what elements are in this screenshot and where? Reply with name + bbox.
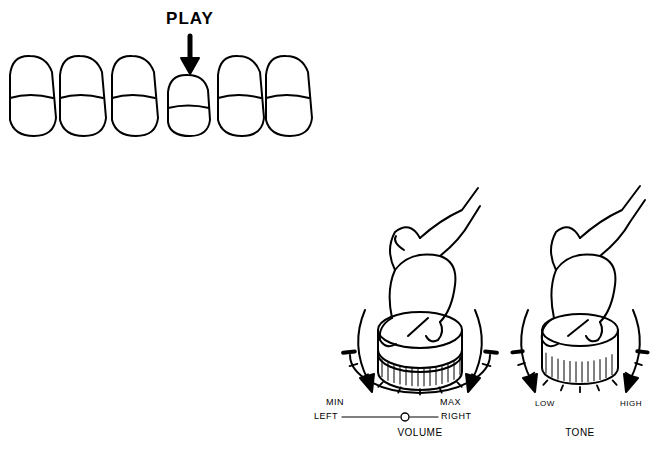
stroke xyxy=(424,368,425,386)
stroke xyxy=(378,382,383,387)
stroke xyxy=(419,389,421,394)
stroke xyxy=(613,380,617,384)
stroke xyxy=(626,373,632,376)
stroke xyxy=(448,364,449,382)
stroke xyxy=(442,366,443,384)
control-name: TONE xyxy=(565,428,595,438)
stroke xyxy=(576,362,577,382)
stroke xyxy=(350,364,358,366)
tone-knob xyxy=(521,186,645,392)
stroke xyxy=(512,351,522,352)
stroke xyxy=(460,357,461,375)
scale-label: LOW xyxy=(535,400,555,408)
stroke xyxy=(606,358,607,378)
scale-label: MIN xyxy=(326,398,344,407)
piano-keys xyxy=(10,56,312,136)
stroke xyxy=(600,360,601,380)
stroke xyxy=(412,368,413,386)
stroke xyxy=(543,380,547,384)
stroke xyxy=(472,374,478,378)
stroke xyxy=(579,387,581,392)
stroke xyxy=(394,365,395,383)
stroke xyxy=(430,368,431,386)
stroke xyxy=(597,385,599,390)
stroke xyxy=(529,373,535,376)
stroke xyxy=(564,361,565,381)
control-name: VOLUME xyxy=(397,428,442,438)
stroke xyxy=(454,361,455,379)
stroke xyxy=(398,387,400,392)
stroke xyxy=(594,361,595,381)
stroke xyxy=(570,361,571,381)
scale-label: HIGH xyxy=(620,400,642,408)
stroke xyxy=(561,385,563,390)
balance-label: LEFT xyxy=(314,412,338,421)
stroke xyxy=(518,363,525,365)
stroke xyxy=(382,359,383,377)
stroke xyxy=(418,368,419,386)
play-label: PLAY xyxy=(166,10,214,27)
stroke xyxy=(635,363,642,365)
stroke xyxy=(388,362,389,380)
stroke xyxy=(612,355,613,375)
stroke xyxy=(343,352,355,353)
stroke xyxy=(546,353,547,373)
balance-label: RIGHT xyxy=(441,412,472,421)
stroke xyxy=(457,382,462,387)
volume-knob xyxy=(342,188,490,421)
stroke xyxy=(483,364,491,366)
stroke xyxy=(406,367,407,385)
volume-scale xyxy=(343,352,497,395)
stroke xyxy=(439,387,441,392)
stroke xyxy=(637,351,647,352)
stroke xyxy=(552,357,553,377)
press-arrow xyxy=(181,36,199,74)
tone-scale xyxy=(512,351,647,392)
stroke xyxy=(588,362,589,382)
stroke xyxy=(582,362,583,382)
stroke xyxy=(400,366,401,384)
stroke xyxy=(558,359,559,379)
stroke xyxy=(485,352,497,353)
stroke xyxy=(362,374,368,378)
scale-label: MAX xyxy=(440,398,461,407)
stroke xyxy=(436,367,437,385)
